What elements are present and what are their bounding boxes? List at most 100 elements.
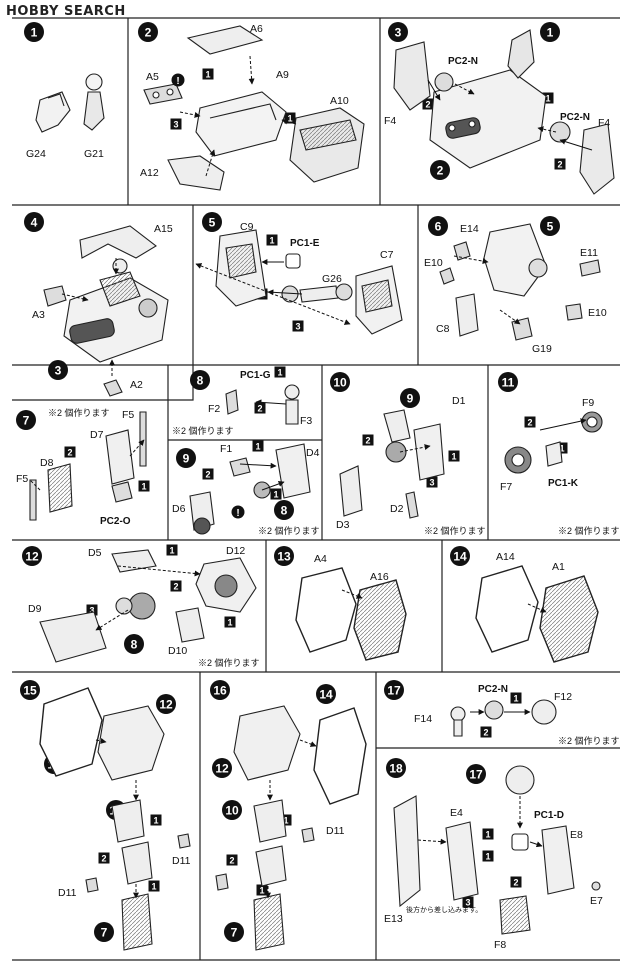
label-d12: D12 [226, 545, 245, 557]
step-badge [156, 694, 176, 714]
step-badge-number: 5 [547, 220, 554, 234]
label-a5: A5 [146, 71, 159, 83]
sub-step-number: 1 [259, 886, 264, 896]
label-e7: E7 [590, 895, 603, 907]
svg-text:!: ! [176, 76, 179, 87]
sub-step-marker [64, 446, 76, 458]
step-badge-number: 3 [55, 364, 62, 378]
step-badge [540, 216, 560, 236]
step-badge [430, 160, 450, 180]
sub-step-number: 3 [173, 120, 178, 130]
sub-step-number: 2 [101, 854, 106, 864]
step-badge [274, 546, 294, 566]
step-badge [330, 372, 350, 392]
label-e10-left: E10 [424, 257, 443, 269]
sub-step-number: 3 [465, 898, 470, 908]
svg-text:!: ! [236, 508, 239, 519]
sub-step-number: 2 [425, 100, 430, 110]
step-badge-number: 7 [23, 414, 30, 428]
step-badge [22, 546, 42, 566]
sub-step-marker [266, 234, 278, 246]
step-badge [466, 764, 486, 784]
sub-step-marker [510, 692, 522, 704]
note-insert-from-back: 後方から差し込みます。 [406, 905, 482, 914]
step-badge [138, 22, 158, 42]
step-badge [450, 546, 470, 566]
step-badge-number: 15 [23, 684, 37, 698]
sub-step-marker [480, 726, 492, 738]
step-badge-number: 8 [131, 638, 138, 652]
sub-step-marker [150, 814, 162, 826]
step-badge [94, 922, 114, 942]
label-f5-left: F5 [16, 473, 28, 485]
label-d11-16: D11 [326, 825, 345, 837]
watermark: HOBBY SEARCH [6, 4, 126, 19]
sub-step-marker [202, 468, 214, 480]
sub-step-marker [166, 544, 178, 556]
note-make-two-10: ※2 個作ります [424, 525, 486, 536]
sub-step-number: 1 [283, 816, 288, 826]
sub-step-number: 3 [89, 606, 94, 616]
sub-step-marker [280, 814, 292, 826]
sub-step-number: 1 [277, 368, 282, 378]
label-d9: D9 [28, 603, 42, 615]
step-badge [400, 388, 420, 408]
step-badge-number: 8 [197, 374, 204, 388]
sub-step-marker [542, 92, 554, 104]
step-badge [202, 212, 222, 232]
step-badge-number: 16 [213, 684, 227, 698]
note-make-two-7: ※2 個作ります [48, 407, 110, 418]
label-f7: F7 [500, 481, 512, 493]
step-badge-number: 7 [101, 926, 108, 940]
label-a9: A9 [276, 69, 289, 81]
label-e14: E14 [460, 223, 479, 235]
step-badge [124, 634, 144, 654]
sub-step-number: 1 [141, 482, 146, 492]
sub-step-marker [482, 828, 494, 840]
step-badge-number: 17 [387, 684, 401, 698]
label-d7: D7 [90, 429, 104, 441]
sub-step-number: 1 [153, 816, 158, 826]
label-d2: D2 [390, 503, 404, 515]
label-f3: F3 [300, 415, 312, 427]
label-e8: E8 [570, 829, 583, 841]
sub-step-marker [256, 884, 268, 896]
label-a4: A4 [314, 553, 327, 565]
label-f9: F9 [582, 397, 594, 409]
sub-step-marker [138, 480, 150, 492]
label-a3: A3 [32, 309, 45, 321]
label-d8: D8 [40, 457, 54, 469]
label-a14: A14 [496, 551, 515, 563]
sub-step-number: 3 [295, 322, 300, 332]
label-a6: A6 [250, 23, 263, 35]
step-badge-number: 13 [277, 550, 291, 564]
step-badge-number: 18 [389, 762, 403, 776]
note-make-two-12: ※2 個作ります [198, 657, 260, 668]
step-badge [24, 22, 44, 42]
note-make-two-8: ※2 個作ります [172, 425, 234, 436]
sub-step-marker [426, 476, 438, 488]
step-badge [274, 500, 294, 520]
label-e4: E4 [450, 807, 463, 819]
sub-step-marker [284, 112, 296, 124]
step-badge [388, 22, 408, 42]
label-e11: E11 [580, 247, 598, 259]
step-badge-number: 2 [437, 164, 444, 178]
sub-step-marker [170, 118, 182, 130]
sub-step-marker [292, 320, 304, 332]
sub-step-number: 1 [513, 694, 518, 704]
step-badge [48, 360, 68, 380]
sub-step-number: 2 [205, 470, 210, 480]
label-g19: G19 [532, 343, 552, 355]
sub-step-marker [148, 880, 160, 892]
step-badge-number: 2 [145, 26, 152, 40]
sub-step-number: 2 [67, 448, 72, 458]
panel-frames [12, 17, 620, 961]
label-c9: C9 [240, 221, 254, 233]
label-c7: C7 [380, 249, 394, 261]
sub-step-marker [270, 488, 282, 500]
step-badge-number: 9 [183, 452, 190, 466]
step-badge-number: 9 [407, 392, 414, 406]
label-a1: A1 [552, 561, 565, 573]
step-badge-number: 4 [31, 216, 38, 230]
